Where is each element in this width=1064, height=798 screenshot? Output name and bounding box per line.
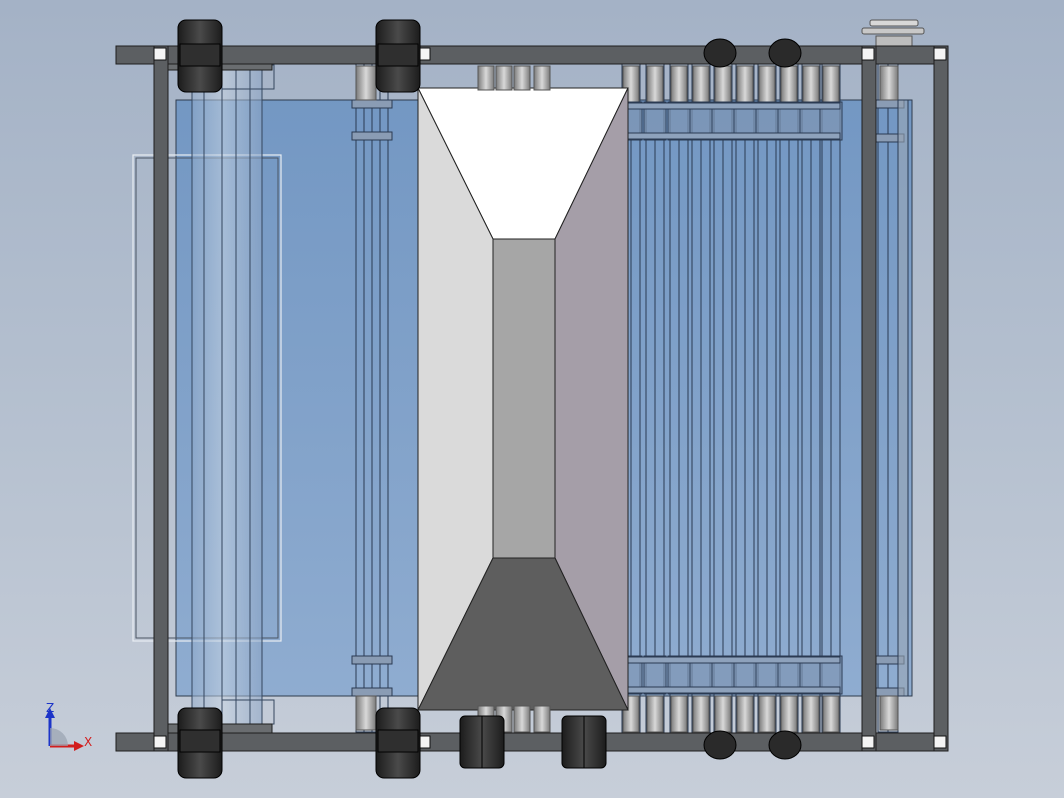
top-right-pulley [861,19,925,47]
axis-triad: Z X [45,701,92,751]
bearing-band [627,656,841,664]
z-axis-arrowhead [45,708,55,718]
left-roller [191,64,275,726]
caster-wheels [177,19,421,779]
hopper-bolt [513,65,531,733]
center-hopper [417,87,629,711]
roller-shaft [819,63,843,733]
x-axis-label: X [84,735,92,749]
left-guide-shaft [351,61,393,733]
roller-shaft [755,63,779,733]
bearing-band [627,132,841,140]
hopper-bolt [533,65,551,733]
bearing-band [627,102,841,110]
x-axis-arrowhead [74,741,84,751]
roller-shaft [777,63,801,733]
z-axis-label: Z [46,701,54,715]
bearing-band [627,686,841,694]
right-end-shaft [875,61,909,733]
small-drive-wheels [459,38,802,769]
